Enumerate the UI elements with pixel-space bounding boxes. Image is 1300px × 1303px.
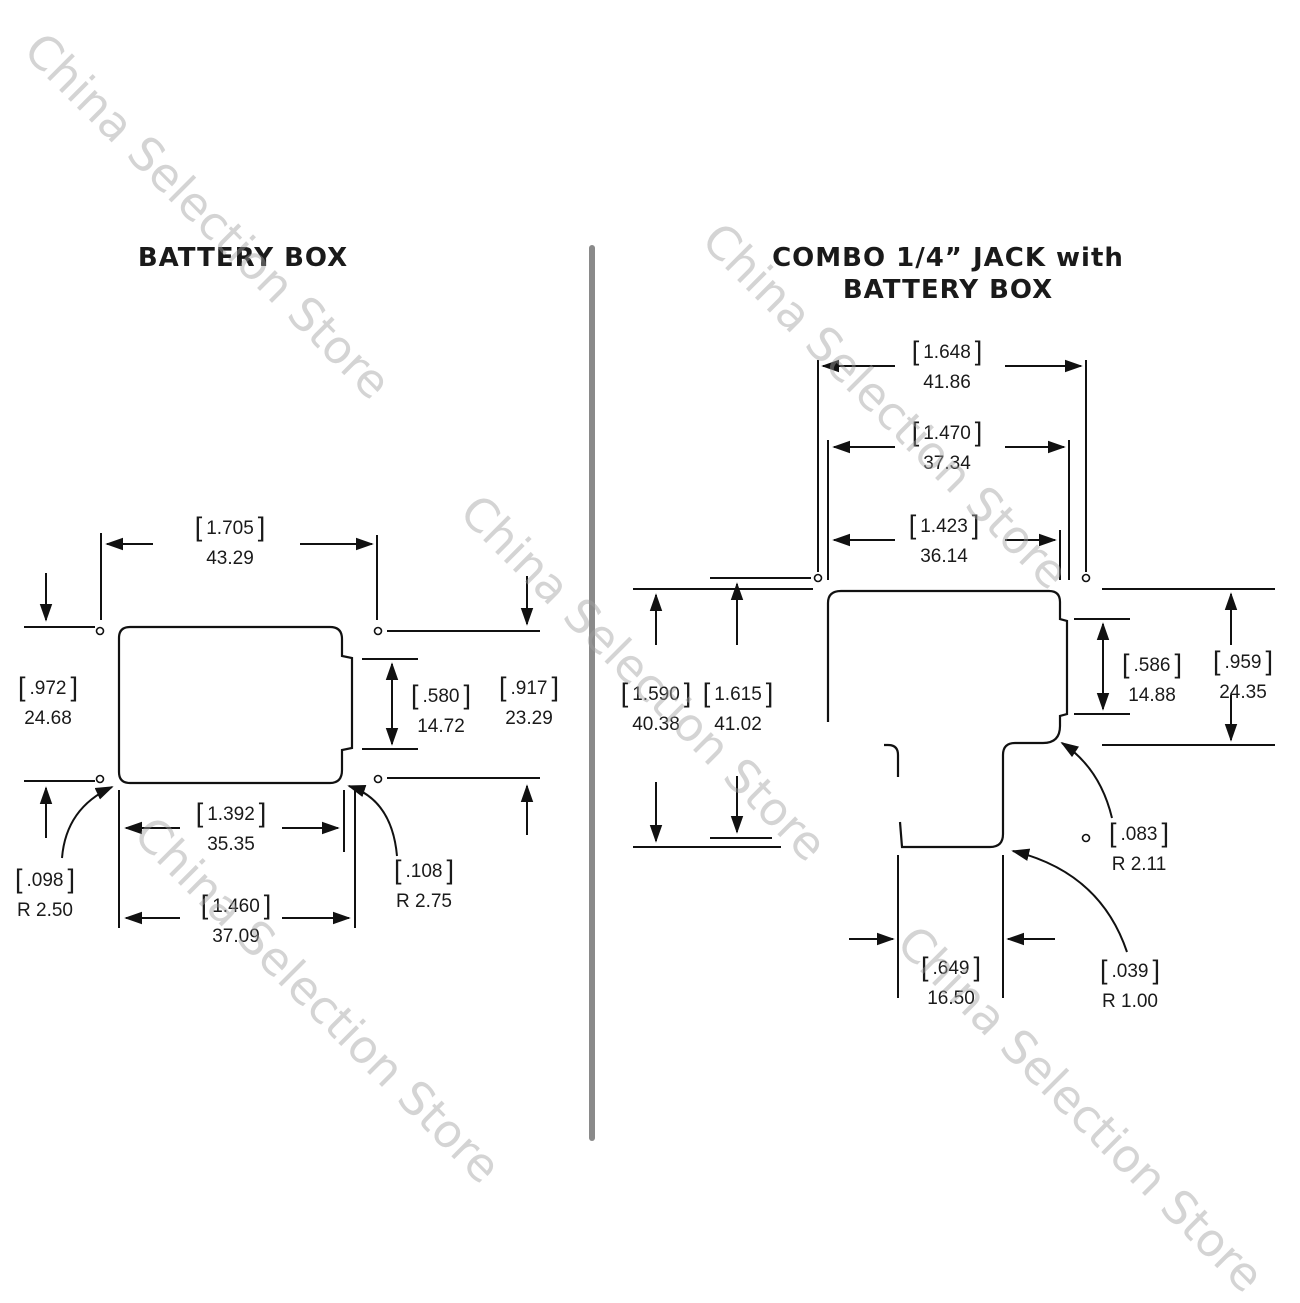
- dim-1590: [1.590] 40.38: [620, 678, 692, 735]
- dim-083: [.083] R 2.11: [1108, 818, 1170, 875]
- dim-098: [.098] R 2.50: [14, 864, 76, 921]
- dim-959: [.959] 24.35: [1212, 646, 1274, 703]
- dim-917: [.917] 23.29: [498, 672, 560, 729]
- dim-580: [.580] 14.72: [410, 680, 472, 737]
- dim-1648: [1.648] 41.86: [911, 336, 983, 393]
- corner-hole: [373, 774, 383, 784]
- battery-box-title: BATTERY BOX: [137, 243, 349, 273]
- dim-039: [.039] R 1.00: [1099, 955, 1161, 1012]
- corner-hole: [1081, 573, 1091, 583]
- battery-box-outline: [117, 625, 354, 785]
- dim-1460: [1.460] 37.09: [200, 890, 272, 947]
- dim-1423: [1.423] 36.14: [908, 510, 980, 567]
- corner-hole: [95, 626, 105, 636]
- corner-hole: [1081, 833, 1091, 843]
- dim-586: [.586] 14.88: [1121, 649, 1183, 706]
- dim-1392: [1.392] 35.35: [195, 798, 267, 855]
- corner-hole: [95, 774, 105, 784]
- combo-jack-title: COMBO 1/4” JACK with BATTERY BOX: [738, 242, 1158, 306]
- combo-outline: [826, 589, 1069, 849]
- combo-jack-title-line1: COMBO 1/4” JACK with: [772, 243, 1124, 273]
- combo-jack-title-line2: BATTERY BOX: [842, 275, 1054, 305]
- dim-108: [.108] R 2.75: [393, 855, 455, 912]
- dim-972: [.972] 24.68: [17, 672, 79, 729]
- dim-1705: [1.705] 43.29: [194, 512, 266, 569]
- corner-hole: [813, 573, 823, 583]
- dim-649: [.649] 16.50: [920, 952, 982, 1009]
- corner-hole: [373, 626, 383, 636]
- dim-1470: [1.470] 37.34: [911, 417, 983, 474]
- dim-1615: [1.615] 41.02: [702, 678, 774, 735]
